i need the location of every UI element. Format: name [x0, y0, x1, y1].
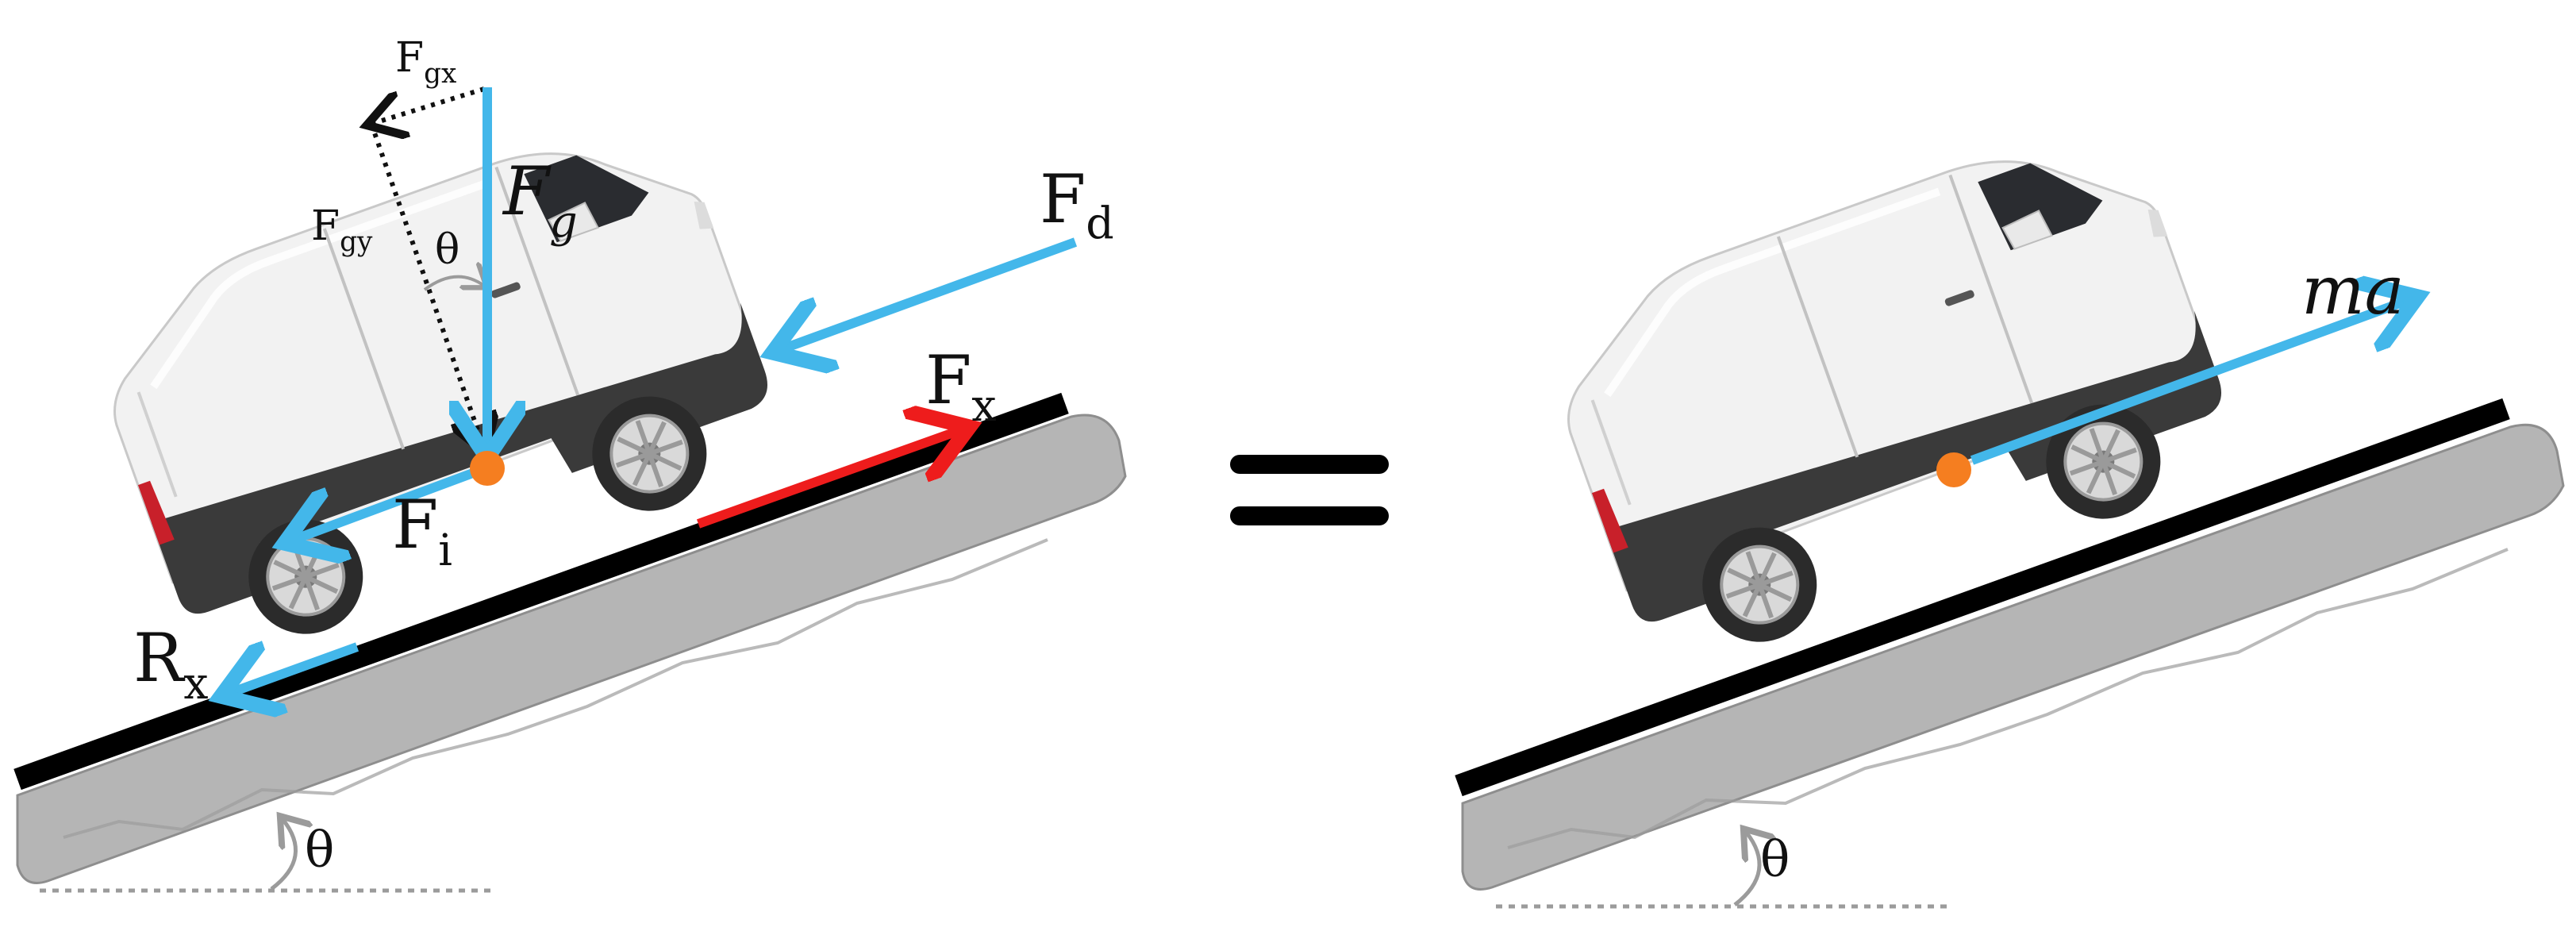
ma-arrow [1970, 300, 2409, 465]
right-road-surface [1455, 398, 2510, 797]
fx-label: Fx [925, 341, 997, 432]
fgx-component-arrow [371, 87, 485, 124]
fgy-label: Fgy [311, 202, 373, 258]
right-center-of-mass [1936, 452, 1971, 487]
left-center-of-mass [470, 451, 505, 486]
right-ground-theta-label: θ [1760, 830, 1790, 888]
rx-arrow [230, 647, 359, 693]
left-diagram: θ Fgx Fgy Fg θ Fd Fx Fi Rx [13, 34, 1127, 893]
fg-label: Fg [502, 152, 578, 248]
equals-sign [1230, 455, 1389, 525]
rx-label: Rx [133, 619, 209, 710]
fx-arrow [696, 430, 960, 529]
fd-arrow [782, 237, 1078, 349]
right-ground-angle-arc [1733, 832, 1759, 906]
right-rock-incline [1461, 423, 2565, 891]
ma-label: ma [2301, 252, 2405, 329]
left-road-surface [13, 392, 1069, 791]
fi-arrow [294, 464, 488, 540]
left-rock-incline [16, 414, 1127, 884]
fgx-label: Fgx [395, 34, 456, 90]
fg-angle-theta-label: θ [435, 226, 459, 274]
left-ground-theta-label: θ [305, 821, 334, 879]
fg-angle-arc [423, 277, 484, 291]
fi-label: Fi [392, 486, 452, 576]
right-diagram: θ ma [1455, 110, 2565, 909]
left-ground-angle-arc [270, 819, 296, 891]
fd-label: Fd [1040, 160, 1114, 249]
